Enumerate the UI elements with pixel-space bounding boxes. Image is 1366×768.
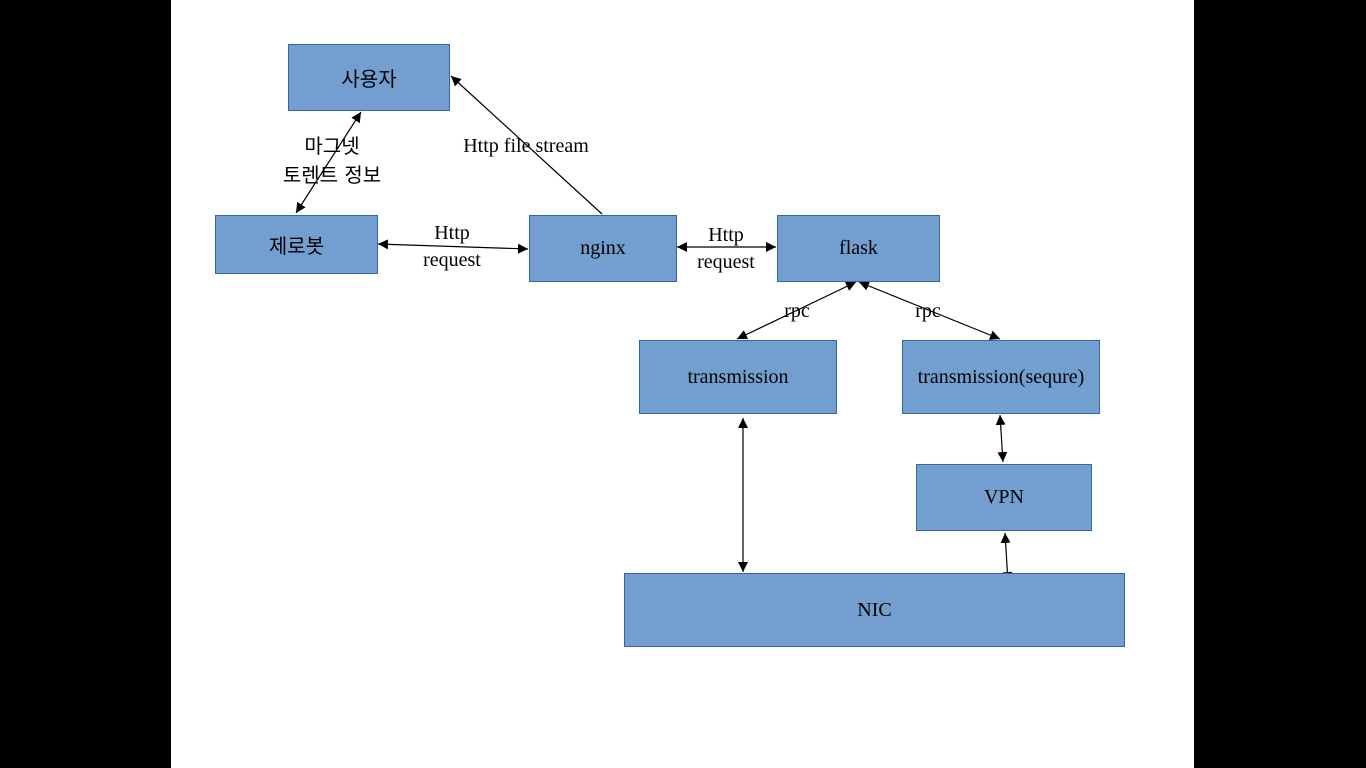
edge-label-zerobot-nginx-line1: Http: [434, 222, 470, 244]
edge-label-zerobot-nginx-line2: request: [423, 249, 481, 271]
node-nic[interactable]: NIC: [624, 573, 1125, 647]
node-transmission-secure[interactable]: transmission(sequre): [902, 340, 1100, 414]
edge-zerobot-user: [295, 111, 362, 214]
node-zerobot[interactable]: 제로봇: [215, 215, 378, 274]
edge-flask-transmission: [736, 281, 857, 340]
node-nginx[interactable]: nginx: [529, 215, 677, 282]
edge-zerobot-nginx: [377, 239, 529, 254]
edge-label-nginx-flask: Http request: [676, 222, 776, 276]
edge-label-rpc-right: rpc: [915, 300, 941, 322]
edge-transmission-secure-vpn: [995, 414, 1008, 463]
edge-nginx-user: [450, 75, 603, 215]
edge-label-magnet-line1: 마그넷: [304, 134, 360, 158]
edge-label-magnet-line2: 토렌트 정보: [282, 163, 382, 187]
node-transmission[interactable]: transmission: [639, 340, 837, 414]
edge-label-nginx-flask-line1: Http: [708, 224, 744, 246]
edge-label-magnet: 마그넷 토렌트 정보: [262, 132, 402, 190]
edge-label-http-file-stream: Http file stream: [463, 135, 589, 157]
node-vpn[interactable]: VPN: [916, 464, 1092, 531]
node-flask[interactable]: flask: [777, 215, 940, 282]
edge-label-nginx-flask-line2: request: [697, 251, 755, 273]
edge-flask-transmission-secure: [858, 281, 1001, 340]
node-user[interactable]: 사용자: [288, 44, 450, 111]
edge-label-rpc-left: rpc: [784, 300, 810, 322]
edge-label-zerobot-nginx: Http request: [402, 220, 502, 274]
